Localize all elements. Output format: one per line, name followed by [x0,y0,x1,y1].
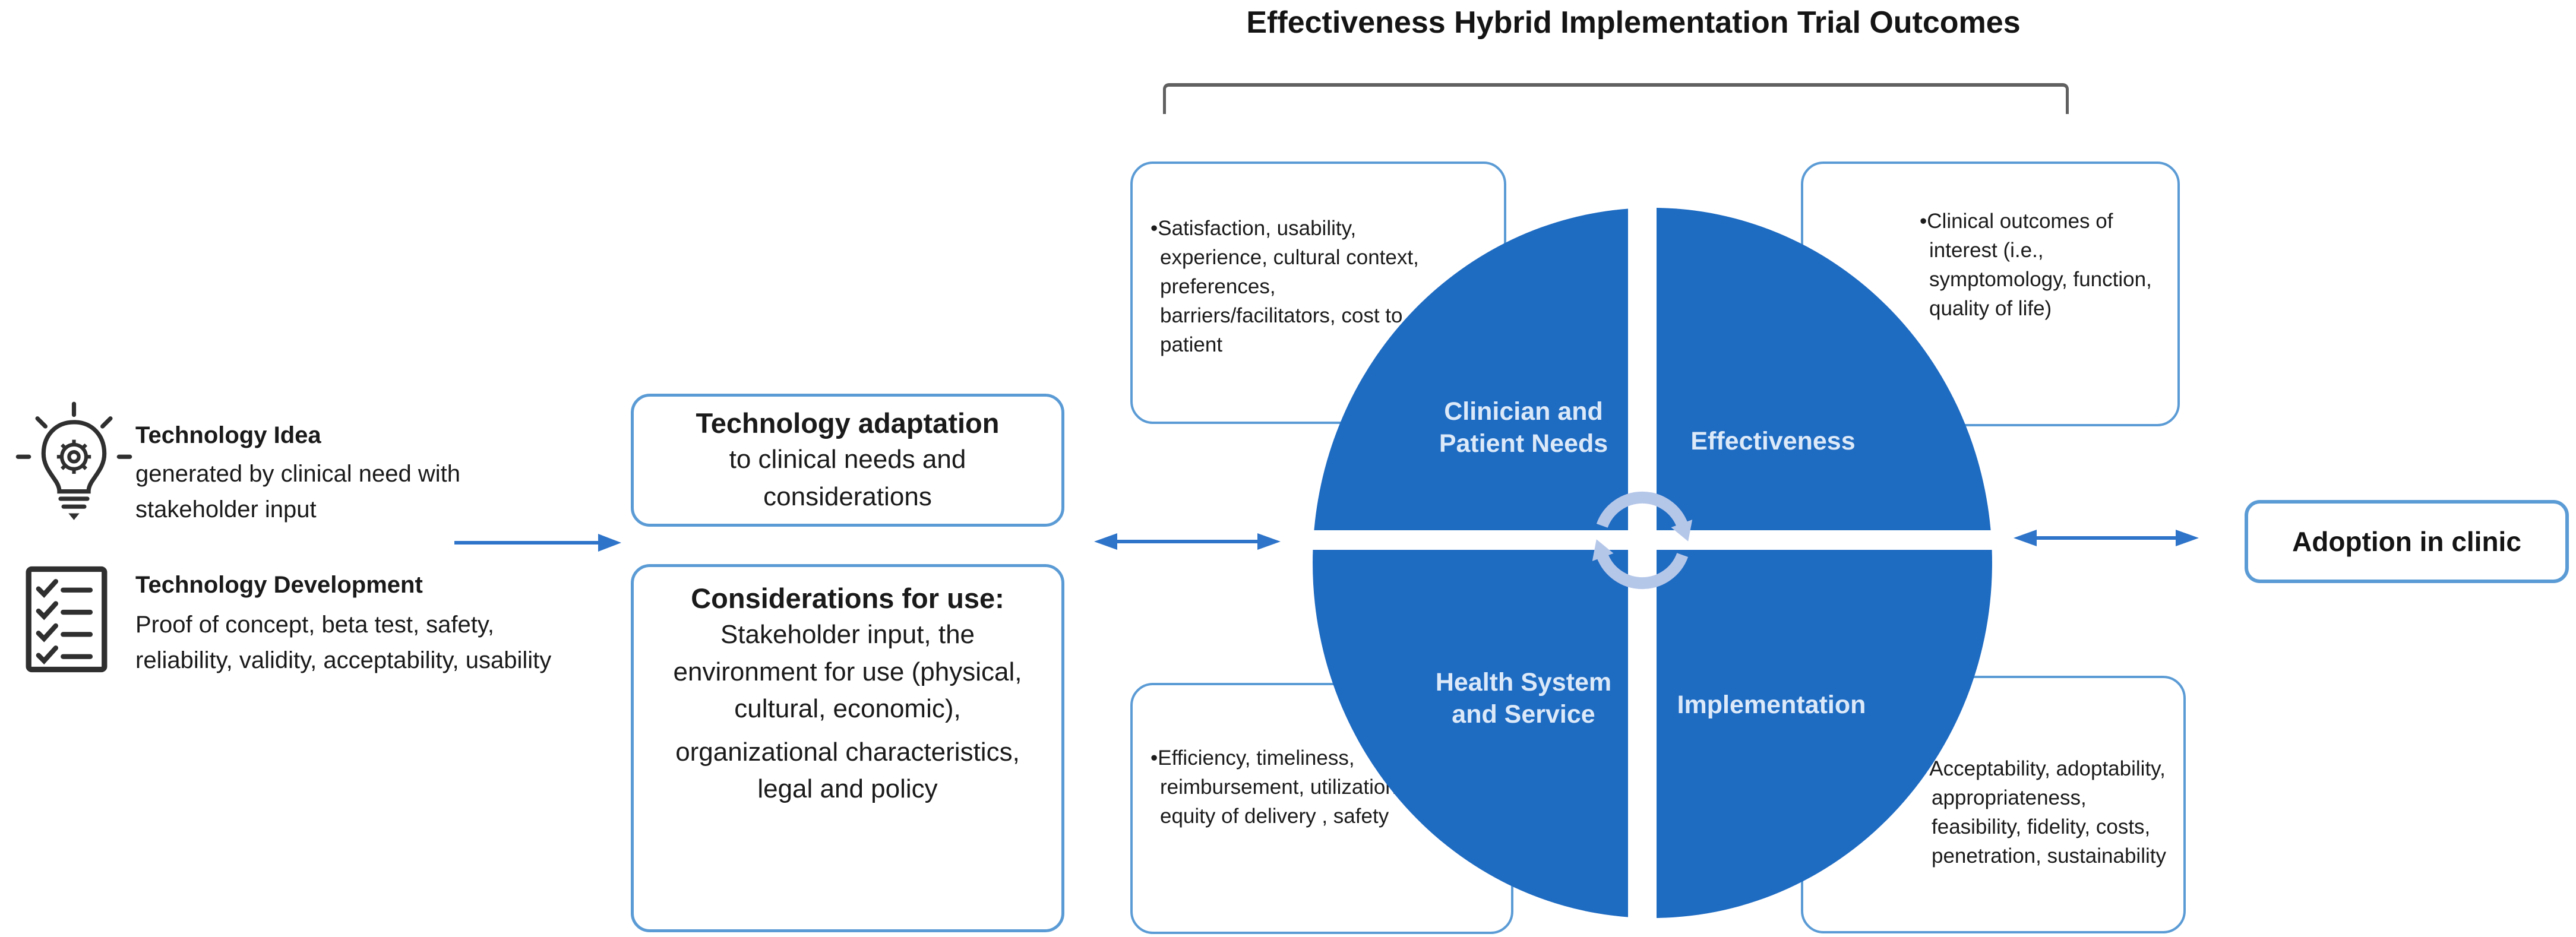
callout-clinician-patient-needs-text: •Satisfaction, usability, experience, cu… [1150,217,1419,356]
technology-adaptation-box-body: to clinical needs and considerations [729,445,966,511]
considerations-box-heading: Considerations for use: [691,583,1004,614]
quadrant-health-system-service [1313,550,1628,917]
quadrant-label-effectiveness: Effectiveness [1690,427,1856,455]
quadrant-clinician-patient-needs [1314,208,1628,530]
quadrant-effectiveness [1657,208,1991,530]
quadrant-label-clinician-patient-needs: Clinician and Patient Needs [1439,397,1608,458]
technology-idea-heading: Technology Idea [135,422,321,448]
considerations-box-paragraph-1: Stakeholder input, the environment for u… [673,620,1022,724]
technology-development-heading: Technology Development [135,572,423,598]
lightbulb-gear-icon [15,401,132,520]
callout-implementation-text: •Acceptability, adoptability, appropriat… [1922,754,2169,870]
double-arrow-icon [2014,530,2199,546]
double-arrow-icon [1094,533,1281,550]
bracket-shape [1163,83,2069,114]
callout-effectiveness-text: •Clinical outcomes of interest (i.e., sy… [1920,210,2152,320]
trial-outcomes-circle [1313,208,1992,918]
technology-idea-body: generated by clinical need with stakehol… [135,461,461,523]
page-title: Effectiveness Hybrid Implementation Tria… [1246,5,2021,40]
technology-development-body: Proof of concept, beta test, safety, rel… [135,612,552,673]
cycle-arrows-icon [1592,491,1693,590]
adoption-in-clinic-label: Adoption in clinic [2292,526,2521,557]
adoption-in-clinic-box: Adoption in clinic [2245,500,2569,583]
callout-health-system-service-text: •Efficiency, timeliness, reimbursement, … [1150,746,1403,828]
checklist-icon [26,566,108,673]
considerations-box: Considerations for use: Stakeholder inpu… [631,564,1064,932]
right-arrow-icon [454,534,621,552]
bullet: • [1150,746,1158,770]
bullet: • [1150,217,1158,240]
quadrant-implementation [1657,550,1992,918]
bullet: • [1920,210,1927,233]
technology-adaptation-box: Technology adaptation to clinical needs … [631,394,1064,527]
technology-adaptation-box-heading: Technology adaptation [696,407,1000,439]
quadrant-label-implementation: Implementation [1677,691,1866,719]
quadrant-label-health-system-service: Health System and Service [1435,668,1612,729]
considerations-box-paragraph-2: organizational characteristics, legal an… [675,737,1020,803]
